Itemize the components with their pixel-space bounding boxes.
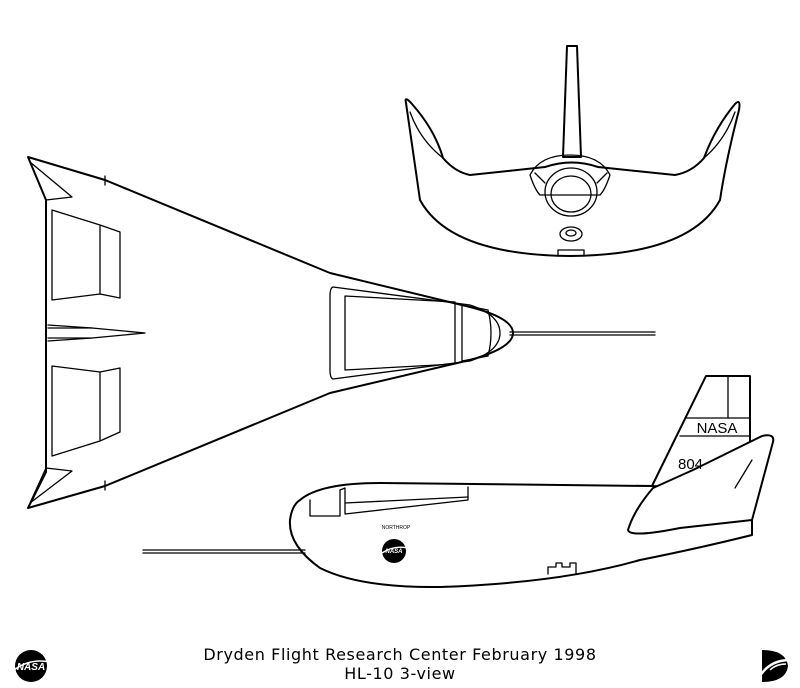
tail-marking-text: NASA (697, 420, 738, 437)
nasa-meatball-logo: NASA (13, 650, 51, 682)
front-view-fin (562, 45, 582, 158)
side-view (142, 375, 775, 589)
fuselage-northrop-text: NORTHROP (382, 525, 411, 531)
nasa-logo-text: NASA (17, 662, 45, 673)
front-view-canopy (529, 154, 611, 196)
caption-line-2: HL-10 3-view (344, 664, 456, 683)
top-view (27, 156, 656, 509)
front-view-body (404, 98, 741, 257)
top-view-canopy (329, 286, 501, 380)
tail-number-text: 804 (678, 456, 703, 473)
caption-line-1: Dryden Flight Research Center February 1… (203, 645, 597, 664)
top-view-upper-flap (51, 209, 121, 301)
top-view-lower-flap (51, 365, 121, 457)
top-view-planform (27, 156, 514, 509)
top-view-center-fin (47, 324, 146, 342)
front-view (404, 45, 741, 257)
dryden-logo (758, 650, 791, 682)
side-view-rudder (627, 434, 775, 535)
side-view-canopy (309, 486, 469, 517)
fuselage-nasa-text: NASA (385, 549, 402, 555)
fuselage-nasa-roundel (382, 539, 406, 563)
